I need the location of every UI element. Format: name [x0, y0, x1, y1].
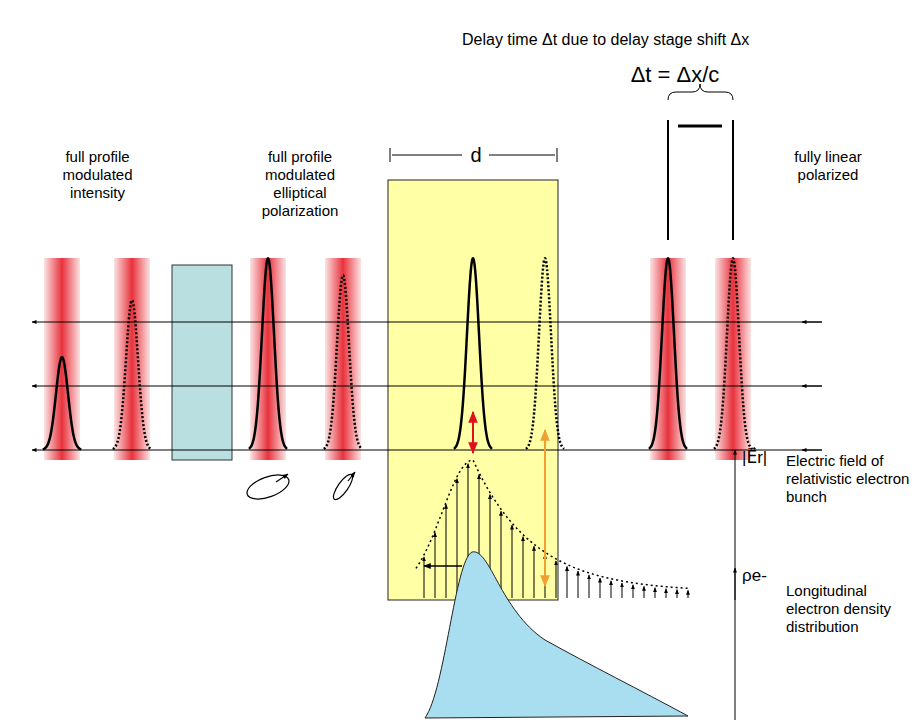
pulse-profile: [324, 275, 362, 449]
annotation: ρe-: [742, 566, 782, 586]
beam-line: [32, 450, 822, 451]
annotation: |E⃗r|: [742, 448, 782, 468]
annotation: Δt = Δx/c: [610, 62, 740, 88]
field-arrow: [457, 479, 458, 598]
pulse-profile: [526, 258, 564, 448]
field-arrow: [644, 586, 645, 598]
field-arrow: [578, 571, 579, 598]
field-arrow: [589, 575, 590, 598]
beam-input-arrow: [802, 450, 822, 451]
eo-crystal: [388, 180, 558, 600]
polarization-ellipse: [244, 470, 356, 504]
electric-field-profile: [416, 460, 689, 598]
pulse-profile: [714, 258, 752, 448]
beam-line: [32, 322, 822, 323]
field-arrow: [688, 590, 689, 598]
sampling-arrow: [472, 412, 474, 453]
field-arrow: [523, 537, 524, 598]
annotation: full profile modulated intensity: [40, 148, 155, 202]
field-arrow: [622, 583, 623, 598]
field-arrow: [534, 546, 535, 598]
beam-input-arrow: [802, 386, 822, 387]
field-arrow: [600, 578, 601, 598]
pulse-profile: [113, 300, 151, 449]
delay-bracket: [668, 84, 733, 240]
title-note: Delay time Δt due to delay stage shift Δ…: [462, 30, 917, 49]
field-arrow: [424, 557, 425, 598]
field-arrow: [556, 561, 557, 598]
field-arrow: [677, 590, 678, 598]
sampling-arrow: [544, 430, 546, 586]
pulse-profile: [649, 258, 687, 448]
field-arrow: [512, 525, 513, 598]
field-arrow: [611, 581, 612, 598]
field-arrow: [567, 566, 568, 598]
pulse-profiles: [43, 258, 752, 449]
field-arrow: [633, 585, 634, 598]
annotation: full profile modulated elliptical polari…: [240, 148, 360, 220]
pulse-profile: [43, 357, 81, 449]
field-arrow: [666, 589, 667, 598]
annotation: Electric field of relativistic electron …: [786, 452, 918, 506]
beam-lines: [32, 322, 822, 450]
annotation: Longitudinal electron density distributi…: [786, 582, 918, 636]
pulse-profile: [249, 258, 287, 448]
annotation: d: [463, 143, 489, 167]
electron-density-shape: [425, 552, 688, 718]
beam-input-arrow: [802, 322, 822, 323]
field-arrow: [446, 504, 447, 598]
beam-line: [32, 386, 822, 387]
bunch-direction-arrow: [424, 565, 462, 567]
analyzer-optic: [172, 265, 232, 460]
annotation: fully linear polarized: [768, 148, 888, 184]
density-axis: [735, 568, 736, 720]
field-arrow: [501, 511, 502, 598]
field-arrow: [655, 588, 656, 598]
